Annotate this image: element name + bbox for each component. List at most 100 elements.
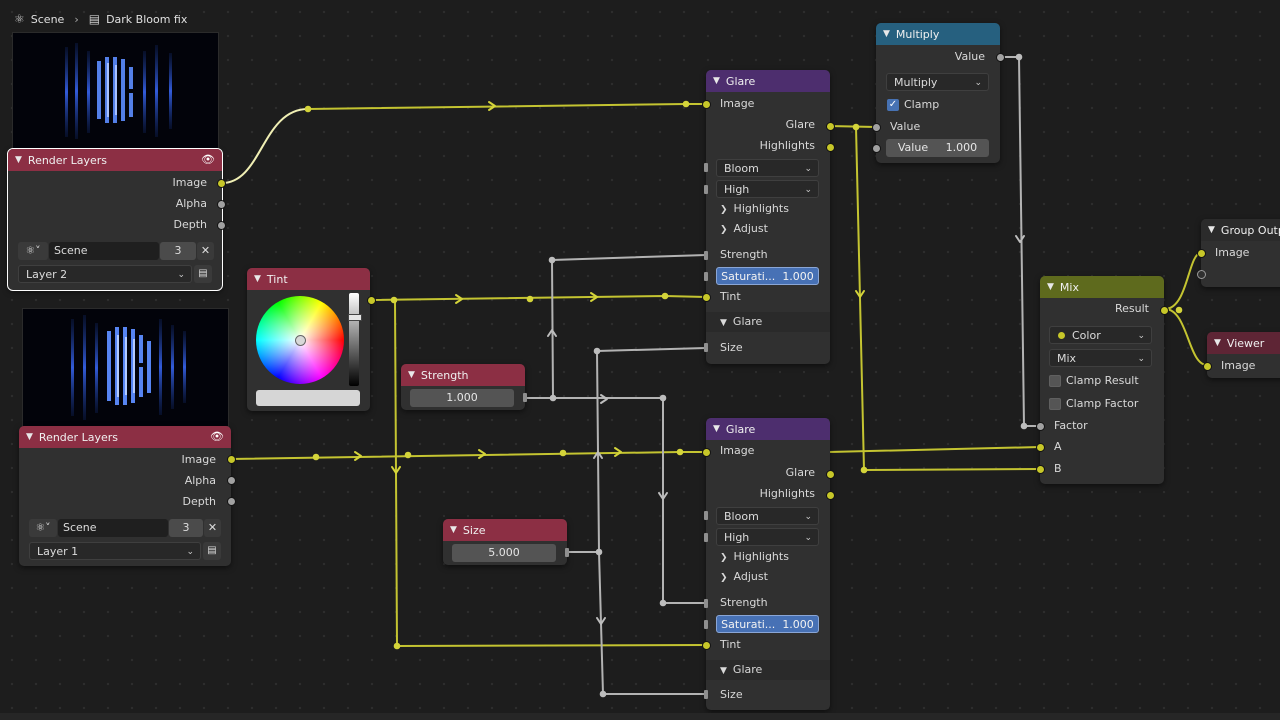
node-header[interactable]: ▼Tint — [247, 268, 370, 290]
value-slider[interactable] — [348, 293, 362, 386]
node-header[interactable]: ▼Viewer — [1207, 332, 1280, 354]
empty-socket-input[interactable] — [1197, 270, 1206, 279]
socket-highlights-output[interactable] — [826, 491, 835, 500]
glare-panel-header[interactable]: ▼Glare — [706, 660, 830, 680]
socket-result-output[interactable] — [1160, 306, 1169, 315]
clamp-result-checkbox[interactable] — [1049, 375, 1061, 387]
socket-value-output[interactable] — [996, 53, 1005, 62]
socket-tint-input[interactable] — [702, 641, 711, 650]
data-type-dropdown[interactable]: Color⌄ — [1049, 326, 1152, 344]
collapse-chevron-icon[interactable]: ▼ — [713, 76, 720, 86]
scene-users-count[interactable]: 3 — [160, 242, 196, 260]
operation-dropdown[interactable]: Multiply⌄ — [886, 73, 989, 91]
value-slider-handle[interactable] — [348, 314, 362, 321]
socket-image-input[interactable] — [702, 448, 711, 457]
socket-alpha-output[interactable] — [217, 200, 226, 209]
node-header[interactable]: ▼Glare — [706, 70, 830, 92]
collapse-chevron-icon[interactable]: ▼ — [26, 432, 33, 442]
socket-image-input[interactable] — [1197, 249, 1206, 258]
socket-quality-input[interactable] — [704, 185, 708, 194]
socket-depth-output[interactable] — [217, 221, 226, 230]
collapse-chevron-icon[interactable]: ▼ — [1208, 225, 1215, 235]
unlink-x-icon[interactable]: ✕ — [197, 242, 214, 260]
node-header[interactable]: ▼Glare — [706, 418, 830, 440]
collapse-chevron-icon[interactable]: ▼ — [408, 370, 415, 380]
color-swatch[interactable] — [256, 390, 360, 406]
socket-value-input[interactable] — [872, 123, 881, 132]
scene-selector[interactable]: ⚛˅ Scene 3 ✕ — [18, 242, 214, 260]
mix-node[interactable]: ▼Mix Result Color⌄ Mix⌄ Clamp Result Cla… — [1036, 276, 1169, 484]
highlights-panel-header[interactable]: ❯Highlights — [706, 547, 830, 567]
collapse-chevron-icon[interactable]: ▼ — [1047, 282, 1054, 292]
socket-size-input[interactable] — [704, 690, 708, 699]
node-header[interactable]: ▼Group Outpu — [1201, 219, 1280, 241]
scene-browse-icon[interactable]: ⚛˅ — [18, 242, 48, 260]
highlights-panel-header[interactable]: ❯Highlights — [706, 199, 830, 219]
scene-browse-icon[interactable]: ⚛˅ — [29, 519, 57, 537]
socket-glare-output[interactable] — [826, 122, 835, 131]
size-value-field[interactable]: 5.000 — [452, 544, 556, 562]
collapse-chevron-icon[interactable]: ▼ — [15, 155, 22, 165]
socket-highlights-output[interactable] — [826, 143, 835, 152]
multiply-node[interactable]: ▼Multiply Value Multiply⌄ ✓ Clamp Value … — [872, 23, 1005, 163]
node-header[interactable]: ▼Multiply — [876, 23, 1000, 45]
adjust-panel-header[interactable]: ❯Adjust — [706, 567, 830, 587]
scene-users-count[interactable]: 3 — [169, 519, 203, 537]
node-header[interactable]: ▼Render Layers👁 — [8, 149, 222, 171]
node-header[interactable]: ▼Strength — [401, 364, 525, 386]
collapse-chevron-icon[interactable]: ▼ — [254, 274, 261, 284]
scene-selector[interactable]: ⚛˅ Scene 3 ✕ — [29, 519, 221, 537]
value-field[interactable]: Value 1.000 — [886, 139, 989, 157]
size-node[interactable]: ▼Size 5.000 — [443, 519, 569, 565]
socket-saturation-input[interactable] — [704, 620, 708, 629]
glare-node-top[interactable]: ▼Glare Image Glare Highlights Bloom⌄ Hig… — [702, 70, 835, 364]
socket-b-input[interactable] — [1036, 465, 1045, 474]
collapse-chevron-icon[interactable]: ▼ — [883, 29, 890, 39]
quality-dropdown[interactable]: High⌄ — [716, 528, 819, 546]
tint-node[interactable]: ▼Tint — [247, 268, 376, 411]
socket-depth-output[interactable] — [227, 497, 236, 506]
scene-name-field[interactable]: Scene — [58, 519, 168, 537]
node-header[interactable]: ▼Mix — [1040, 276, 1164, 298]
socket-value-output[interactable] — [565, 548, 569, 557]
socket-strength-input[interactable] — [704, 251, 708, 260]
socket-alpha-output[interactable] — [227, 476, 236, 485]
unlink-x-icon[interactable]: ✕ — [204, 519, 221, 537]
saturation-field[interactable]: Saturati... 1.000 — [716, 267, 819, 285]
socket-a-input[interactable] — [1036, 443, 1045, 452]
node-header[interactable]: ▼Size — [443, 519, 567, 541]
socket-quality-input[interactable] — [704, 533, 708, 542]
render-layers-node-top[interactable]: ▼Render Layers👁 Image Alpha Depth ⚛˅ Sce… — [7, 148, 226, 291]
glare-type-dropdown[interactable]: Bloom⌄ — [716, 507, 819, 525]
collapse-chevron-icon[interactable]: ▼ — [450, 525, 457, 535]
render-layers-node-bottom[interactable]: ▼Render Layers👁 Image Alpha Depth ⚛˅ Sce… — [19, 426, 236, 566]
viewer-node[interactable]: ▼Viewer Image — [1203, 332, 1280, 378]
clamp-factor-checkbox[interactable] — [1049, 398, 1061, 410]
socket-image-input[interactable] — [702, 100, 711, 109]
breadcrumb-node-tree[interactable]: Dark Bloom fix — [106, 12, 188, 26]
socket-image-output[interactable] — [227, 455, 236, 464]
socket-strength-input[interactable] — [704, 599, 708, 608]
socket-type-input[interactable] — [704, 163, 708, 172]
socket-factor-input[interactable] — [1036, 422, 1045, 431]
glare-panel-header[interactable]: ▼Glare — [706, 312, 830, 332]
collapse-chevron-icon[interactable]: ▼ — [713, 424, 720, 434]
quality-dropdown[interactable]: High⌄ — [716, 180, 819, 198]
clamp-checkbox[interactable]: ✓ — [887, 99, 899, 111]
render-icon[interactable]: ▤ — [194, 265, 212, 283]
eye-icon[interactable]: 👁 — [210, 430, 224, 443]
strength-value-field[interactable]: 1.000 — [410, 389, 514, 407]
collapse-chevron-icon[interactable]: ▼ — [1214, 338, 1221, 348]
saturation-field[interactable]: Saturati... 1.000 — [716, 615, 819, 633]
eye-icon[interactable]: 👁 — [201, 153, 215, 166]
socket-value-input-2[interactable] — [872, 144, 881, 153]
strength-node[interactable]: ▼Strength 1.000 — [401, 364, 527, 410]
socket-value-output[interactable] — [523, 393, 527, 402]
socket-color-output[interactable] — [367, 296, 376, 305]
socket-tint-input[interactable] — [702, 293, 711, 302]
socket-image-output[interactable] — [217, 179, 226, 188]
render-icon[interactable]: ▤ — [203, 542, 221, 560]
socket-image-input[interactable] — [1203, 362, 1212, 371]
socket-glare-output[interactable] — [826, 470, 835, 479]
group-output-node[interactable]: ▼Group Outpu Image — [1197, 219, 1280, 287]
